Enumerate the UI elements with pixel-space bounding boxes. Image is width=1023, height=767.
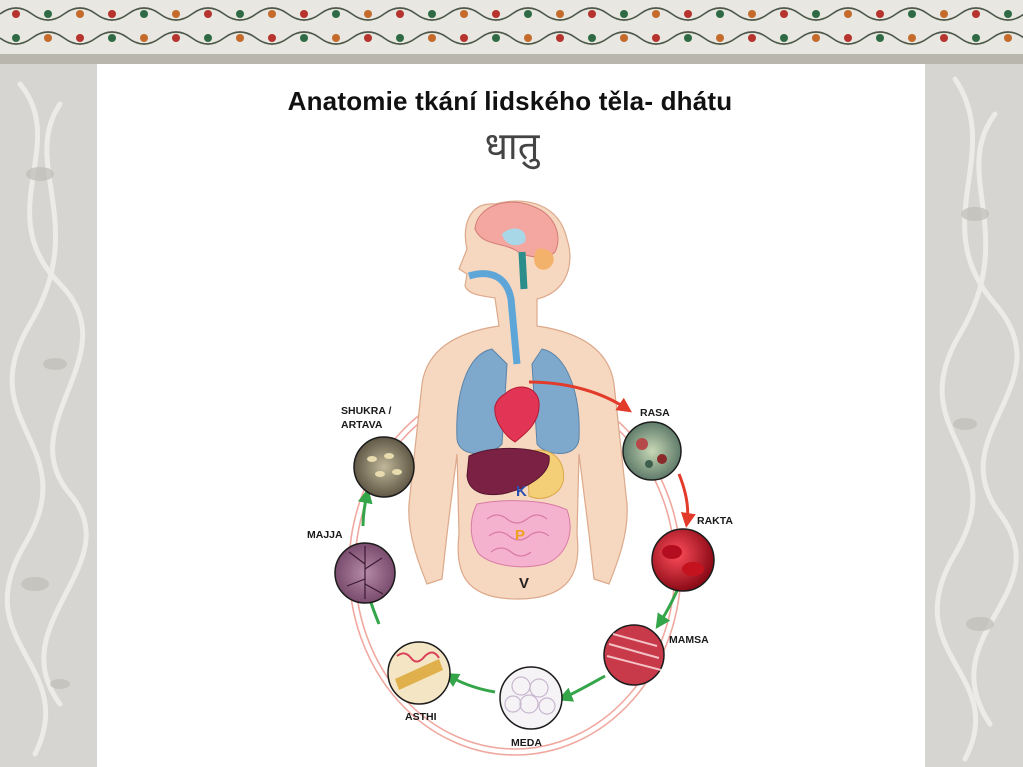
border-flower (972, 34, 980, 42)
border-flower (748, 10, 756, 18)
border-flower (716, 34, 724, 42)
border-flower (716, 10, 724, 18)
border-flower (12, 10, 20, 18)
vata-letter: V (519, 575, 529, 592)
decorative-left-panel (0, 64, 97, 767)
border-flower (812, 10, 820, 18)
tissue-label-rasa: RASA (640, 407, 670, 419)
border-flower (460, 34, 468, 42)
tissue-label-asthi: ASTHI (405, 711, 437, 723)
border-flower (76, 34, 84, 42)
border-flower (140, 10, 148, 18)
border-flower (44, 34, 52, 42)
border-flower (972, 10, 980, 18)
border-flower (268, 34, 276, 42)
decorative-right-panel (925, 64, 1023, 767)
border-flower (12, 34, 20, 42)
border-flower (524, 10, 532, 18)
tissue-label-mamsa: MAMSA (669, 634, 709, 646)
sanskrit-word: धातु (484, 124, 540, 168)
tissue-rakta: RAKTA (651, 515, 733, 592)
tissue-label-rakta: RAKTA (697, 515, 733, 527)
border-flower (652, 34, 660, 42)
border-flower (556, 10, 564, 18)
border-flower (1004, 10, 1012, 18)
slide-title: Anatomie tkání lidského těla- dhátu (287, 86, 733, 116)
border-flower (620, 34, 628, 42)
border-flower (172, 10, 180, 18)
tissue-rasa: RASA (622, 407, 682, 481)
border-flower (780, 10, 788, 18)
border-flower (428, 34, 436, 42)
border-flower (108, 34, 116, 42)
border-flower (236, 34, 244, 42)
border-flower (684, 10, 692, 18)
border-flower (876, 34, 884, 42)
border-flower (684, 34, 692, 42)
border-flower (428, 10, 436, 18)
human-body-illustration: K P V (408, 200, 628, 600)
border-flower (748, 34, 756, 42)
border-flower (908, 10, 916, 18)
kapha-letter: K (516, 483, 527, 500)
border-flower (204, 10, 212, 18)
border-flower (940, 10, 948, 18)
tissue-label-majja: MAJJA (307, 529, 343, 541)
border-flower (556, 34, 564, 42)
border-flower (844, 34, 852, 42)
tissue-majja: MAJJA (307, 529, 396, 604)
border-flower (844, 10, 852, 18)
border-flower (492, 34, 500, 42)
pitta-letter: P (515, 527, 525, 544)
border-flower (460, 10, 468, 18)
border-flower (332, 34, 340, 42)
border-flower (1004, 34, 1012, 42)
tissue-meda: MEDA (499, 666, 563, 749)
border-flower (76, 10, 84, 18)
border-flower (652, 10, 660, 18)
border-flower (588, 34, 596, 42)
border-flower (44, 10, 52, 18)
dhatu-cycle-diagram: K P V RASA RAKTA (307, 200, 733, 756)
tissue-label-shukra: SHUKRA / (341, 405, 391, 417)
border-flower (812, 34, 820, 42)
border-flower (236, 10, 244, 18)
border-flower (588, 10, 596, 18)
border-flower (620, 10, 628, 18)
border-flower (172, 34, 180, 42)
border-flower (780, 34, 788, 42)
border-flower (140, 34, 148, 42)
border-flower (268, 10, 276, 18)
tissue-shukra-artava: SHUKRA / ARTAVA (341, 405, 415, 498)
border-flower (396, 34, 404, 42)
border-flower (108, 10, 116, 18)
border-flower (300, 34, 308, 42)
cycle-arrows (357, 380, 696, 702)
border-flower (364, 34, 372, 42)
border-flower (396, 10, 404, 18)
slide-content: Anatomie tkání lidského těla- dhátu धातु (97, 64, 925, 767)
border-flower (492, 10, 500, 18)
border-flower (204, 34, 212, 42)
border-flower (940, 34, 948, 42)
decorative-top-border (0, 0, 1023, 64)
tissue-asthi: ASTHI (387, 641, 451, 723)
border-flower (908, 34, 916, 42)
border-flower (332, 10, 340, 18)
border-flower (876, 10, 884, 18)
border-flower (364, 10, 372, 18)
tissue-label-meda: MEDA (511, 737, 542, 749)
border-flower (300, 10, 308, 18)
border-flower (524, 34, 532, 42)
tissue-label-artava: ARTAVA (341, 419, 383, 431)
tissue-mamsa: MAMSA (603, 624, 709, 686)
